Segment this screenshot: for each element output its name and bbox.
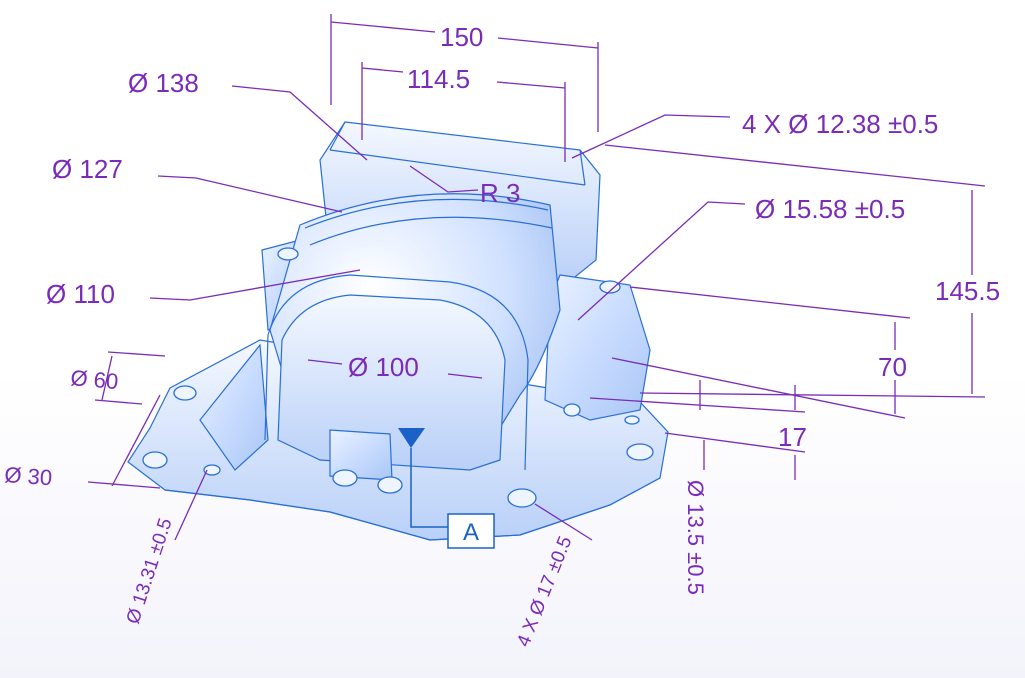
dimension-dia-127[interactable]: Ø 127 — [52, 154, 343, 213]
hole-top-right — [599, 280, 621, 294]
dim-r3-text: R 3 — [480, 178, 520, 208]
dimension-dia-15-58[interactable]: Ø 15.58 ±0.5 — [577, 194, 905, 321]
hole-left-small — [203, 464, 221, 476]
hole-left-flange — [173, 385, 197, 401]
dim-70-text: 70 — [878, 352, 907, 382]
dim-4x-12-38-text: 4 X Ø 12.38 ±0.5 — [742, 109, 938, 139]
dimension-dia-13-5[interactable]: Ø 13.5 ±0.5 — [683, 440, 708, 595]
dimension-dia-30[interactable]: Ø 30 — [4, 394, 161, 490]
dimension-4x-12-38[interactable]: 4 X Ø 12.38 ±0.5 — [571, 109, 938, 159]
hole-front-right — [507, 488, 537, 508]
datum-box — [447, 513, 495, 549]
hole-left-front — [142, 451, 168, 469]
dim-dia-30-text: Ø 30 — [4, 462, 53, 490]
dim-150-text: 150 — [440, 22, 483, 52]
dimension-dia-100[interactable]: Ø 100 — [307, 352, 483, 382]
base-plate-edge — [164, 477, 661, 541]
dim-dia-15-58-text: Ø 15.58 ±0.5 — [755, 194, 905, 224]
dim-17-text: 17 — [778, 422, 807, 452]
dimension-r3[interactable]: R 3 — [409, 165, 520, 208]
dim-114-5-text: 114.5 — [407, 64, 470, 94]
datum-a[interactable]: A — [398, 428, 495, 549]
dim-dia-13-31-text: Ø 13.31 ±0.5 — [123, 516, 177, 627]
datum-label: A — [463, 519, 479, 546]
datum-triangle-icon — [398, 428, 425, 448]
dimension-70[interactable]: 70 — [611, 286, 911, 419]
hole-front-2 — [377, 476, 403, 494]
dimension-145-5[interactable]: 145.5 — [604, 144, 1000, 398]
drum-rim-138 — [304, 198, 549, 229]
dim-dia-138-text: Ø 138 — [128, 68, 199, 98]
dim-dia-100-text: Ø 100 — [348, 352, 419, 382]
dim-145-5-text: 145.5 — [935, 276, 1000, 306]
housing-part[interactable] — [127, 121, 669, 541]
hole-front-1 — [332, 469, 358, 487]
dim-dia-127-text: Ø 127 — [52, 154, 123, 184]
dimension-dia-110[interactable]: Ø 110 — [46, 269, 361, 309]
left-rib — [199, 343, 269, 471]
top-block-edge — [329, 121, 586, 186]
dim-dia-13-5-text: Ø 13.5 ±0.5 — [683, 480, 708, 595]
dim-dia-60-text: Ø 60 — [70, 365, 120, 394]
arch-outer — [264, 274, 529, 471]
drum-rim-127 — [309, 216, 553, 246]
arch-opening — [277, 294, 506, 471]
dim-4x-17-text: 4 X Ø 17 ±0.5 — [513, 533, 576, 649]
dim-dia-110-text: Ø 110 — [46, 279, 115, 309]
hole-right-small — [563, 403, 581, 417]
datum-leader — [410, 448, 448, 528]
hole-right-front — [626, 443, 654, 461]
dimension-dia-138[interactable]: Ø 138 — [128, 68, 368, 161]
dimension-114-5[interactable]: 114.5 — [361, 62, 566, 162]
hole-top-left — [277, 247, 299, 261]
hole-right-tiny — [624, 415, 640, 425]
dimension-17[interactable]: 17 — [589, 380, 807, 480]
dimension-dia-60[interactable]: Ø 60 — [70, 351, 166, 405]
dimension-150[interactable]: 150 — [330, 14, 599, 132]
